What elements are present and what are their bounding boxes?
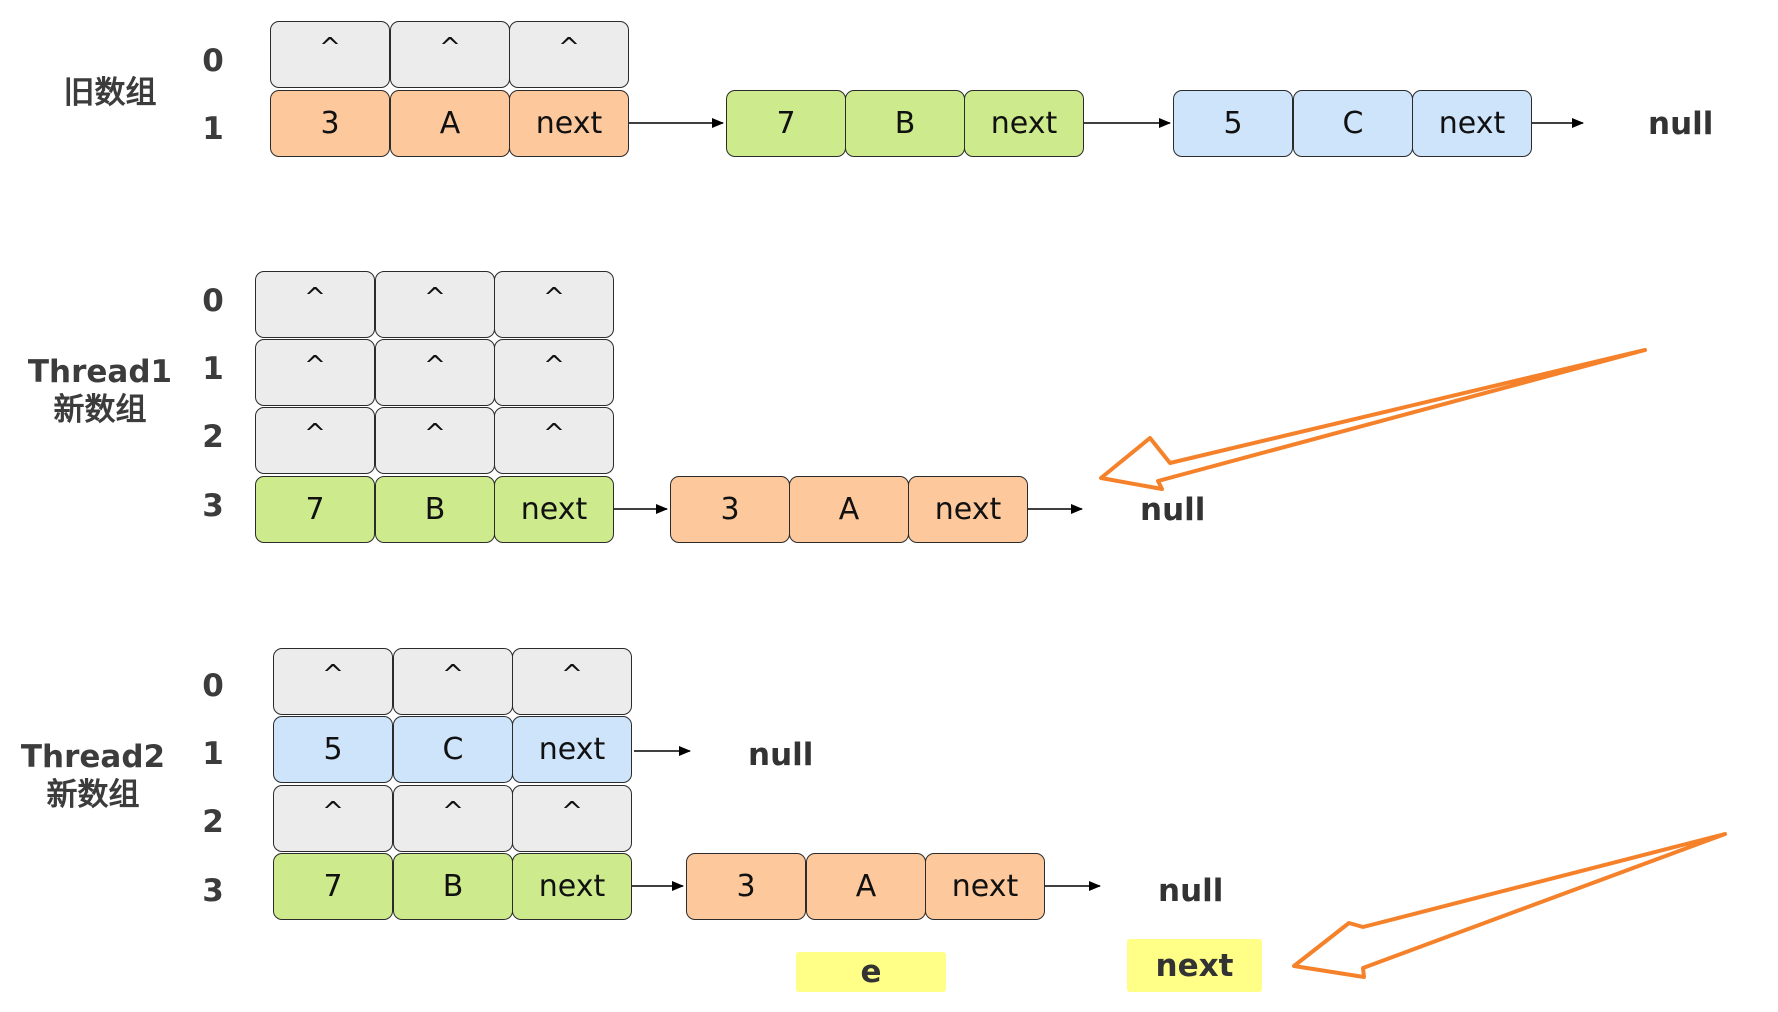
node-next-cell: next — [1412, 90, 1532, 157]
pointer-next-label: next — [1127, 939, 1262, 992]
row-index: 0 — [202, 43, 224, 79]
row-index: 2 — [202, 804, 224, 840]
null-label: null — [1648, 106, 1714, 142]
empty-bucket-cell: ^ — [255, 271, 375, 338]
empty-bucket-cell: ^ — [255, 339, 375, 406]
empty-bucket-cell: ^ — [255, 407, 375, 474]
node-hash-cell: 7 — [273, 853, 393, 920]
node-next-cell: next — [512, 716, 632, 783]
thread1-label: Thread1 新数组 — [15, 353, 185, 429]
empty-bucket-cell: ^ — [494, 339, 614, 406]
node-key-cell: A — [806, 853, 926, 920]
row-index: 1 — [202, 111, 224, 147]
null-label: null — [748, 737, 814, 773]
row-index: 1 — [202, 736, 224, 772]
node-key-cell: C — [1293, 90, 1413, 157]
thread2-label: Thread2 新数组 — [8, 738, 178, 814]
node-next-cell: next — [908, 476, 1028, 543]
empty-bucket-cell: ^ — [390, 21, 510, 88]
row-index: 0 — [202, 668, 224, 704]
node-hash-cell: 3 — [270, 90, 390, 157]
empty-bucket-cell: ^ — [375, 271, 495, 338]
empty-bucket-cell: ^ — [393, 648, 513, 715]
node-next-cell: next — [494, 476, 614, 543]
empty-bucket-cell: ^ — [512, 785, 632, 852]
node-next-cell: next — [964, 90, 1084, 157]
null-label: null — [1158, 873, 1224, 909]
node-key-cell: A — [390, 90, 510, 157]
node-next-cell: next — [512, 853, 632, 920]
empty-bucket-cell: ^ — [273, 648, 393, 715]
empty-bucket-cell: ^ — [273, 785, 393, 852]
empty-bucket-cell: ^ — [494, 407, 614, 474]
thread1-label-line2: 新数组 — [53, 392, 147, 428]
node-key-cell: A — [789, 476, 909, 543]
row-index: 2 — [202, 419, 224, 455]
node-key-cell: C — [393, 716, 513, 783]
row-index: 1 — [202, 351, 224, 387]
annotation-arrow — [1292, 832, 1727, 979]
row-index: 3 — [202, 488, 224, 524]
empty-bucket-cell: ^ — [509, 21, 629, 88]
empty-bucket-cell: ^ — [270, 21, 390, 88]
pointer-e-label: e — [796, 952, 946, 992]
row-index: 0 — [202, 283, 224, 319]
thread1-label-line1: Thread1 — [27, 354, 173, 390]
empty-bucket-cell: ^ — [494, 271, 614, 338]
empty-bucket-cell: ^ — [375, 339, 495, 406]
annotation-arrow — [1099, 348, 1647, 491]
node-hash-cell: 5 — [273, 716, 393, 783]
node-key-cell: B — [393, 853, 513, 920]
node-hash-cell: 7 — [726, 90, 846, 157]
thread2-label-line1: Thread2 — [20, 739, 166, 775]
node-hash-cell: 3 — [686, 853, 806, 920]
node-hash-cell: 3 — [670, 476, 790, 543]
node-next-cell: next — [925, 853, 1045, 920]
node-key-cell: B — [845, 90, 965, 157]
node-hash-cell: 7 — [255, 476, 375, 543]
row-index: 3 — [202, 873, 224, 909]
node-next-cell: next — [509, 90, 629, 157]
old-array-label: 旧数组 — [63, 75, 157, 111]
thread2-label-line2: 新数组 — [46, 777, 140, 813]
null-label: null — [1140, 492, 1206, 528]
node-hash-cell: 5 — [1173, 90, 1293, 157]
empty-bucket-cell: ^ — [512, 648, 632, 715]
